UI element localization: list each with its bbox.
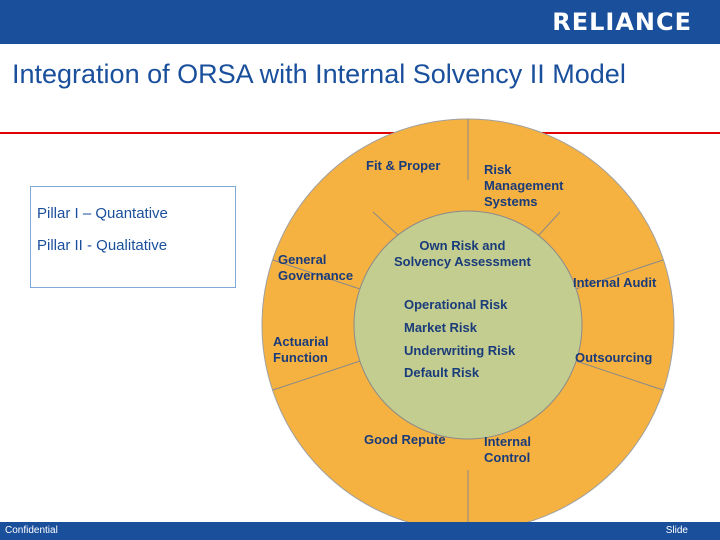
divider-lines (272, 119, 664, 531)
footer-confidential: Confidential (5, 525, 58, 536)
risk-underwriting: Underwriting Risk (404, 343, 516, 358)
outsourcing-label: Outsourcing (575, 350, 653, 365)
pillar-2-label: Pillar II - Qualitative (37, 237, 168, 254)
footer-slide: Slide (665, 525, 688, 536)
internal-control-label: Internal Control (484, 434, 531, 465)
divider-top-left (372, 211, 400, 237)
title-divider (0, 132, 720, 134)
header-bar: RELIANCE (0, 0, 720, 44)
general-governance-label: General Governance (278, 252, 354, 283)
pillar-1-label: Pillar I – Quantative (37, 205, 168, 222)
footer-bar: Confidential Slide (0, 522, 720, 540)
divider-top-right (537, 211, 561, 237)
divider-lower-left (272, 359, 364, 391)
divider-upper-left (272, 259, 364, 291)
risk-default: Default Risk (404, 365, 480, 380)
page-title: Integration of ORSA with Internal Solven… (12, 59, 626, 89)
fit-proper-label: Fit & Proper (366, 158, 441, 173)
internal-audit-label: Internal Audit (573, 275, 657, 290)
reliance-logo: RELIANCE (552, 8, 692, 36)
orsa-title: Own Risk and Solvency Assessment (394, 238, 531, 269)
risk-operational: Operational Risk (404, 297, 508, 312)
actuarial-function-label: Actuarial Function (273, 334, 329, 365)
good-repute-label: Good Repute (364, 432, 446, 447)
divider-lower-right (572, 359, 664, 391)
divider-upper-right (572, 259, 664, 291)
risk-market: Market Risk (404, 320, 477, 335)
pillars-box: Pillar I – Quantative Pillar II - Qualit… (30, 186, 236, 288)
risk-management-label: Risk Management Systems (484, 162, 564, 209)
inner-circle (353, 210, 583, 440)
